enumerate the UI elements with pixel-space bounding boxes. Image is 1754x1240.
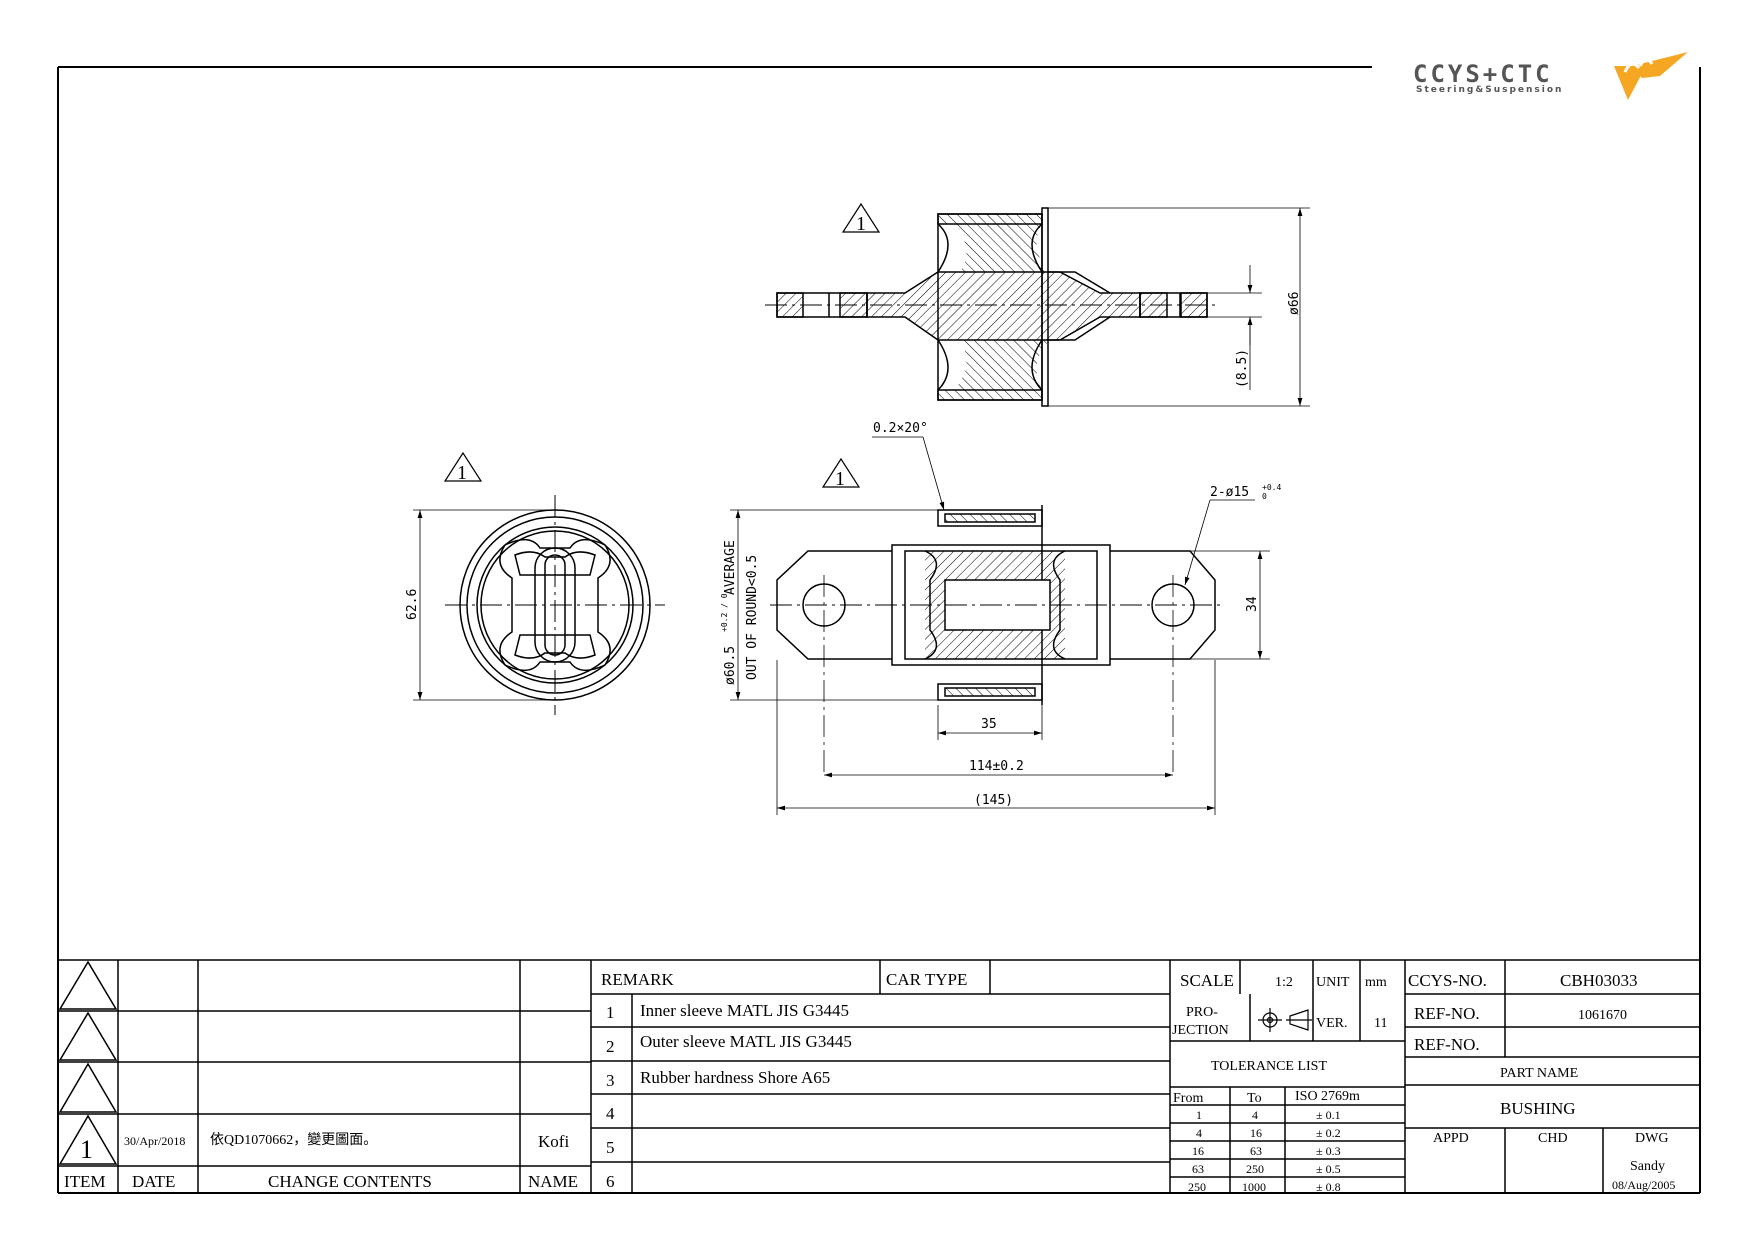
car-type-label: CAR TYPE xyxy=(886,970,967,989)
sheet-border xyxy=(57,66,1701,1194)
dim-oor: OUT OF ROUND<0.5 xyxy=(745,555,760,680)
scale-label: SCALE xyxy=(1180,971,1234,990)
logo-mark-icon xyxy=(1614,66,1646,100)
rev-row-name: Kofi xyxy=(538,1132,569,1151)
ref-label: REF-NO. xyxy=(1414,1004,1480,1023)
dim-d605: ø60.5 xyxy=(723,646,738,685)
scale-value: 1:2 xyxy=(1275,975,1293,990)
svg-text:1000: 1000 xyxy=(1242,1180,1266,1194)
ccys-label: CCYS-NO. xyxy=(1408,971,1487,990)
projection-symbol-icon xyxy=(1258,1008,1312,1032)
remark-no-2: 2 xyxy=(606,1037,615,1056)
warning-triangle-icon: 1 xyxy=(821,457,861,490)
title-block-lines xyxy=(58,959,1700,1193)
projection-label-1: PRO- xyxy=(1186,1005,1218,1020)
tol-header-to: To xyxy=(1247,1091,1262,1106)
rev-header-date: DATE xyxy=(132,1172,175,1191)
svg-text:± 0.5: ± 0.5 xyxy=(1316,1162,1341,1176)
svg-text:4: 4 xyxy=(1196,1126,1202,1140)
svg-text:250: 250 xyxy=(1246,1162,1264,1176)
remark-text-1: Inner sleeve MATL JIS G3445 xyxy=(640,1001,849,1020)
dim-d34: 34 xyxy=(1245,596,1260,612)
svg-text:± 0.8: ± 0.8 xyxy=(1316,1180,1341,1194)
svg-text:± 0.3: ± 0.3 xyxy=(1316,1144,1341,1158)
company-logo: CCYS+CTC Steering&Suspension xyxy=(1413,52,1688,100)
dwg-label: DWG xyxy=(1635,1131,1668,1146)
dim-d114: 114±0.2 xyxy=(969,759,1024,774)
top-view: 1 xyxy=(765,202,1310,407)
dim-d85: (8.5) xyxy=(1235,349,1250,388)
end-view: 1 xyxy=(413,451,665,715)
dim-holes: 2-ø15 xyxy=(1210,485,1249,500)
unit-value: mm xyxy=(1365,975,1387,990)
dim-d145: (145) xyxy=(974,793,1013,808)
dim-chamfer: 0.2×20° xyxy=(873,421,928,436)
svg-text:4: 4 xyxy=(1252,1108,1258,1122)
warning-triangle-icon: 1 xyxy=(841,202,881,235)
svg-text:63: 63 xyxy=(1250,1144,1262,1158)
remark-no-5: 5 xyxy=(606,1138,615,1157)
dwg-name: Sandy xyxy=(1630,1159,1665,1174)
remark-no-4: 4 xyxy=(606,1104,615,1123)
remark-label: REMARK xyxy=(601,970,674,989)
unit-label: UNIT xyxy=(1316,975,1350,990)
rev-header-item: ITEM xyxy=(64,1172,106,1191)
part-name-label: PART NAME xyxy=(1500,1066,1578,1081)
rev-row-date: 30/Apr/2018 xyxy=(124,1134,185,1148)
svg-text:1: 1 xyxy=(457,462,467,484)
dim-holes-tol-bot: 0 xyxy=(1262,492,1267,501)
chd-label: CHD xyxy=(1538,1131,1568,1146)
svg-text:± 0.1: ± 0.1 xyxy=(1316,1108,1341,1122)
rev-header-name: NAME xyxy=(528,1172,578,1191)
part-name: BUSHING xyxy=(1500,1099,1576,1118)
dim-d35: 35 xyxy=(981,717,997,732)
logo-brand: CCYS+CTC xyxy=(1413,60,1553,88)
svg-text:± 0.2: ± 0.2 xyxy=(1316,1126,1341,1140)
dwg-date: 08/Aug/2005 xyxy=(1612,1178,1675,1192)
rev-header-contents: CHANGE CONTENTS xyxy=(268,1172,432,1191)
remark-text-3: Rubber hardness Shore A65 xyxy=(640,1068,830,1087)
appd-label: APPD xyxy=(1433,1131,1469,1146)
dim-d66: ø66 xyxy=(1287,292,1302,315)
logo-tagline: Steering&Suspension xyxy=(1416,85,1563,95)
tol-header-std: ISO 2769m xyxy=(1295,1089,1360,1104)
ver-label: VER. xyxy=(1316,1016,1348,1031)
remark-no-3: 3 xyxy=(606,1071,615,1090)
remark-no-1: 1 xyxy=(606,1003,615,1022)
ref-no: 1061670 xyxy=(1578,1008,1627,1023)
projection-label-2: JECTION xyxy=(1172,1023,1229,1038)
rev-row-contents: 依QD1070662，變更圖面。 xyxy=(210,1132,377,1148)
remark-no-6: 6 xyxy=(606,1172,615,1191)
svg-text:250: 250 xyxy=(1188,1180,1206,1194)
svg-text:16: 16 xyxy=(1192,1144,1204,1158)
svg-text:1: 1 xyxy=(835,468,845,490)
ccys-no: CBH03033 xyxy=(1560,971,1637,990)
tol-header-from: From xyxy=(1173,1091,1203,1106)
dim-d626: 62.6 xyxy=(405,589,420,620)
svg-text:63: 63 xyxy=(1192,1162,1204,1176)
svg-text:16: 16 xyxy=(1250,1126,1262,1140)
dim-d605-tol: +0.2 / 0 xyxy=(720,593,729,632)
svg-text:1: 1 xyxy=(856,213,866,235)
dim-holes-tol-top: +0.4 xyxy=(1262,483,1281,492)
ver-value: 11 xyxy=(1374,1016,1387,1031)
warning-triangle-icon: 1 xyxy=(443,451,483,484)
rev-row-item: 1 xyxy=(80,1135,93,1164)
ref-label-2: REF-NO. xyxy=(1414,1035,1480,1054)
remark-text-2: Outer sleeve MATL JIS G3445 xyxy=(640,1032,852,1051)
svg-text:1: 1 xyxy=(1196,1108,1202,1122)
front-view: 1 xyxy=(730,436,1270,815)
dim-average: AVERAGE xyxy=(723,540,738,595)
tolerance-title: TOLERANCE LIST xyxy=(1211,1059,1327,1074)
